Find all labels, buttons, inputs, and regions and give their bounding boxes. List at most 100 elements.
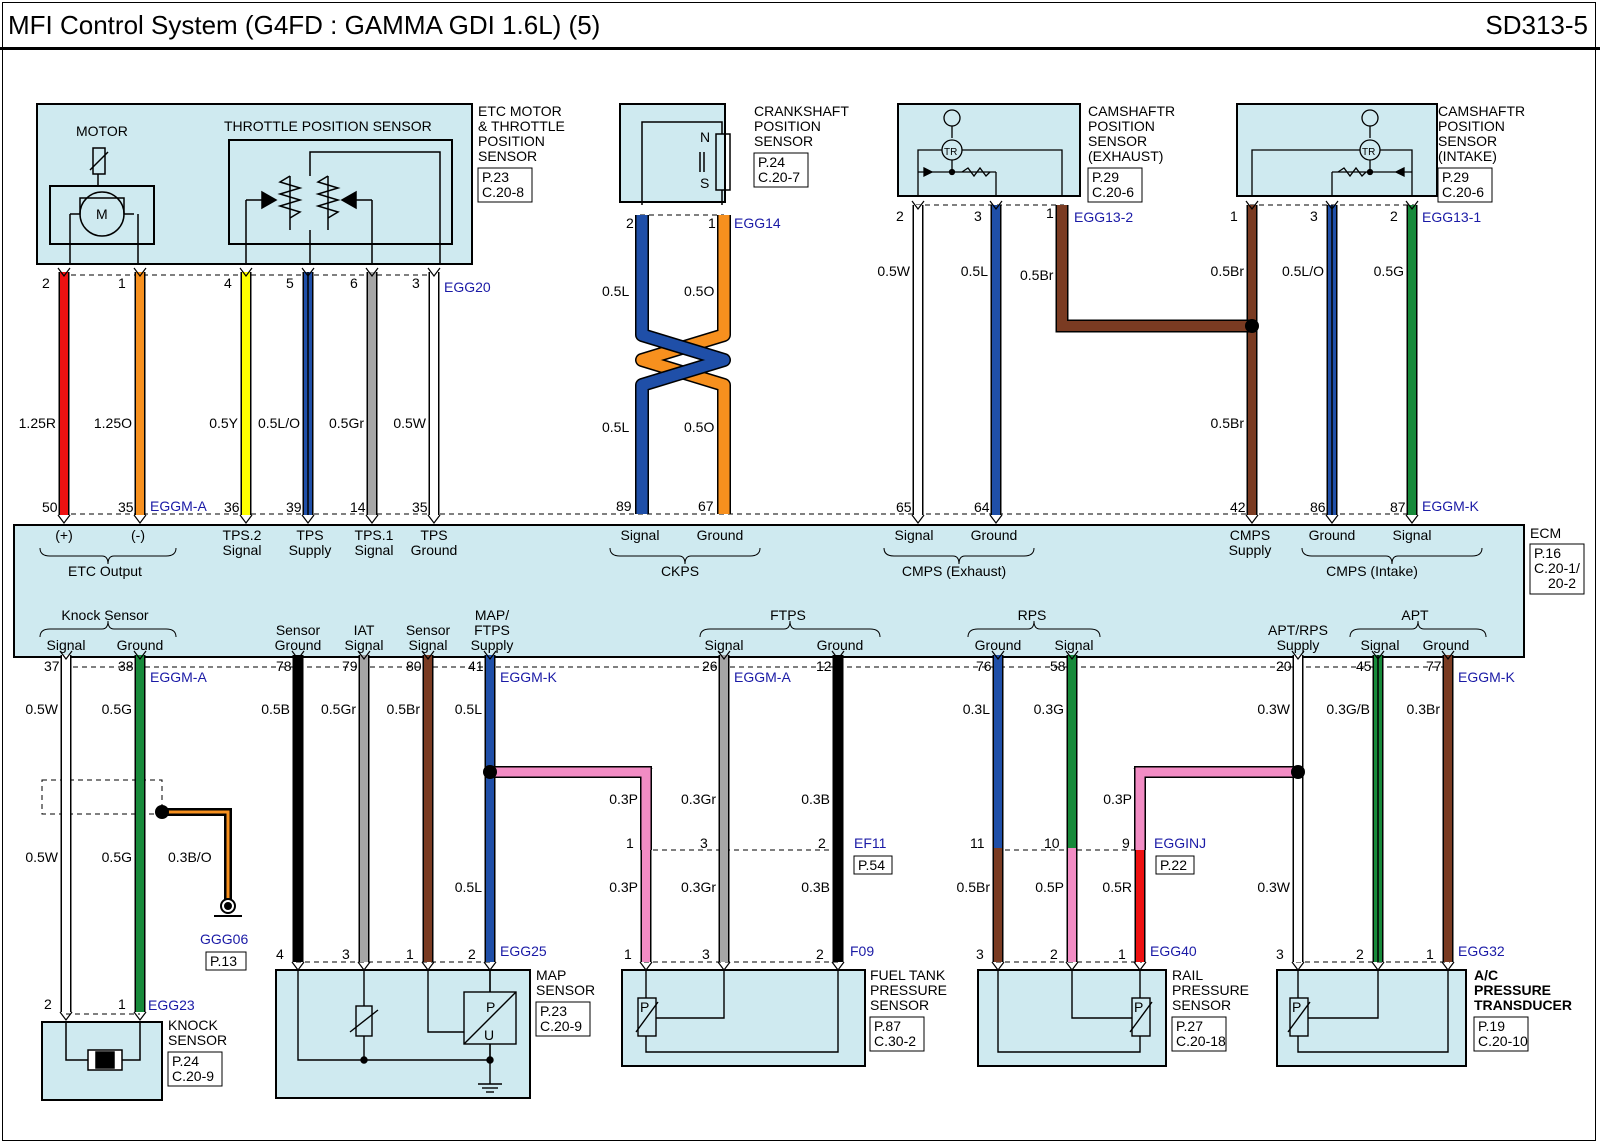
ecm-top-label-2-0: TPS.2 [223, 527, 262, 543]
ecm-bottom-group-3: APT [1401, 607, 1429, 623]
ftps-ref-box [869, 1016, 925, 1052]
wire-11-pin-bot: 2 [44, 996, 52, 1012]
wire-15-terminal-bot [421, 961, 435, 971]
ftps-ref-1: C.30-2 [874, 1033, 916, 1049]
knock-ref-0: P.24 [172, 1053, 199, 1069]
wire-15-terminal-top [421, 650, 435, 660]
wire-2-terminal-bot [239, 514, 253, 524]
map-internals [297, 970, 517, 1093]
wire-20-gauge-1: 0.5Br [957, 879, 991, 895]
wire-16-gauge-0: 0.5L [455, 701, 482, 717]
wire-9-pin-bot: 86 [1310, 499, 1326, 515]
ckps-pole-s: S [700, 175, 709, 191]
wire-23-gauge-0: 0.3W [1257, 701, 1290, 717]
wire-23-pin-bot: 3 [1276, 946, 1284, 962]
knock-ref-box [167, 1051, 223, 1087]
wire-21-gauge-0: 0.3G [1034, 701, 1064, 717]
component-names: ETC MOTOR& THROTTLEPOSITIONSENSORP.23C.2… [167, 103, 1585, 1087]
cmps_ex-ref-box [1087, 167, 1143, 203]
ecm-brace-7 [1349, 620, 1487, 638]
ecm-brace-5 [699, 620, 881, 638]
map-ftps-supply-branch [490, 767, 651, 850]
ecm-bottom-label-4-1: Signal [409, 637, 448, 653]
ecm-top-label-10-1: Supply [1229, 542, 1272, 558]
wire-16-gauge-1: 0.5L [455, 879, 482, 895]
wire-3-terminal-top [301, 267, 315, 277]
wire-18-terminal-top [717, 650, 731, 660]
wire-14-terminal-top [357, 650, 371, 660]
wire-13-terminal-bot [291, 961, 305, 971]
wire-1-pin-top: 1 [118, 275, 126, 291]
wire-3-pin-top: 5 [286, 275, 294, 291]
ground-ref-box [205, 951, 247, 971]
ecm-bottom-label-2-0: Sensor [276, 622, 321, 638]
rps-internals [997, 970, 1153, 1053]
wire-17-gauge-0: 0.3P [609, 791, 638, 807]
ckps-ref-box [753, 152, 809, 188]
wire-12-terminal-top [133, 650, 147, 660]
ecm-bottom-label-5-0: MAP/ [475, 607, 509, 623]
wire-20-pin-top: 76 [976, 658, 992, 674]
wire-7-pin-top: 3 [974, 208, 982, 224]
apt-rps-supply-branch [1135, 767, 1298, 850]
conn-eggm-a-top: EGGM-A [150, 498, 207, 514]
wire-23-terminal-top [1291, 650, 1305, 660]
wire-21-terminal-top [1065, 650, 1079, 660]
wire-5-pin-bot: 35 [412, 499, 428, 515]
ecm-brace-3 [1301, 547, 1483, 565]
wire-19-terminal-bot [831, 961, 845, 971]
ckps-label-l-bot: 0.5L [602, 419, 629, 435]
ecm-bottom-group-2: RPS [1018, 607, 1047, 623]
cmps_ex-name-1: POSITION [1088, 118, 1155, 134]
wire-14-pin-bot: 3 [342, 946, 350, 962]
wire-6-gauge-0: 0.5W [877, 263, 910, 279]
ecm-top-label-5-1: Ground [411, 542, 458, 558]
wire-16-terminal-top [483, 650, 497, 660]
apt-name-2: TRANSDUCER [1474, 997, 1572, 1013]
etc-name-3: SENSOR [478, 148, 537, 164]
wire-3-terminal-bot [301, 514, 315, 524]
cmps_ex-name-2: SENSOR [1088, 133, 1147, 149]
ftps-name-0: FUEL TANK [870, 967, 946, 983]
splice-cmps [1245, 319, 1259, 333]
wire-4-terminal-bot [365, 514, 379, 524]
wire-10-terminal-bot [1405, 514, 1419, 524]
wire-2-pin-top: 4 [224, 275, 232, 291]
wire-20-terminal-bot [991, 961, 1005, 971]
wire-18-gauge-0: 0.3Gr [681, 791, 716, 807]
ecm-bottom-group-1: FTPS [770, 607, 806, 623]
ecm-top-label-11-0: Ground [1309, 527, 1356, 543]
ftps-name-1: PRESSURE [870, 982, 947, 998]
splice-apt [1291, 765, 1305, 779]
ckps-label-l-top: 0.5L [602, 283, 629, 299]
wire-1-terminal-top [133, 267, 147, 277]
knock-ref-1: C.20-9 [172, 1068, 214, 1084]
apt-symbol-p: P [1292, 999, 1301, 1015]
wire-23-pin-top: 20 [1276, 658, 1292, 674]
wire-11-terminal-bot [59, 1011, 73, 1021]
wire-0-terminal-bot [57, 514, 71, 524]
wire-20-gauge-0: 0.3L [963, 701, 990, 717]
wire-2-pin-bot: 36 [224, 499, 240, 515]
wire-6-terminal-top [911, 200, 925, 210]
ecm-top-label-12-0: Signal [1393, 527, 1432, 543]
conn-eggm-a-b1: EGGM-A [150, 669, 207, 685]
etc-motor-label: MOTOR [76, 123, 128, 139]
etc-sensor-box [36, 103, 473, 265]
wire-4-pin-top: 6 [350, 275, 358, 291]
wire-0-terminal-top [57, 267, 71, 277]
splice-pin-9: 9 [1122, 835, 1130, 851]
wire-15-pin-bot: 1 [406, 946, 414, 962]
map-ref-box [535, 1001, 591, 1037]
apt-name-0: A/C [1474, 967, 1498, 983]
wire-19-pin-bot: 2 [816, 946, 824, 962]
map-symbol-u: U [484, 1027, 494, 1043]
wire-0-pin-bot: 50 [42, 499, 58, 515]
cmps_ex-name-3: (EXHAUST) [1088, 148, 1163, 164]
wire-5-pin-top: 3 [412, 275, 420, 291]
conn-eggm-k-top: EGGM-K [1422, 498, 1479, 514]
sheet-id: SD313-5 [1485, 10, 1588, 40]
wire-21-gauge-1: 0.5P [1035, 879, 1064, 895]
wire-10-pin-bot: 87 [1390, 499, 1406, 515]
ecm-brace-0 [39, 547, 177, 565]
